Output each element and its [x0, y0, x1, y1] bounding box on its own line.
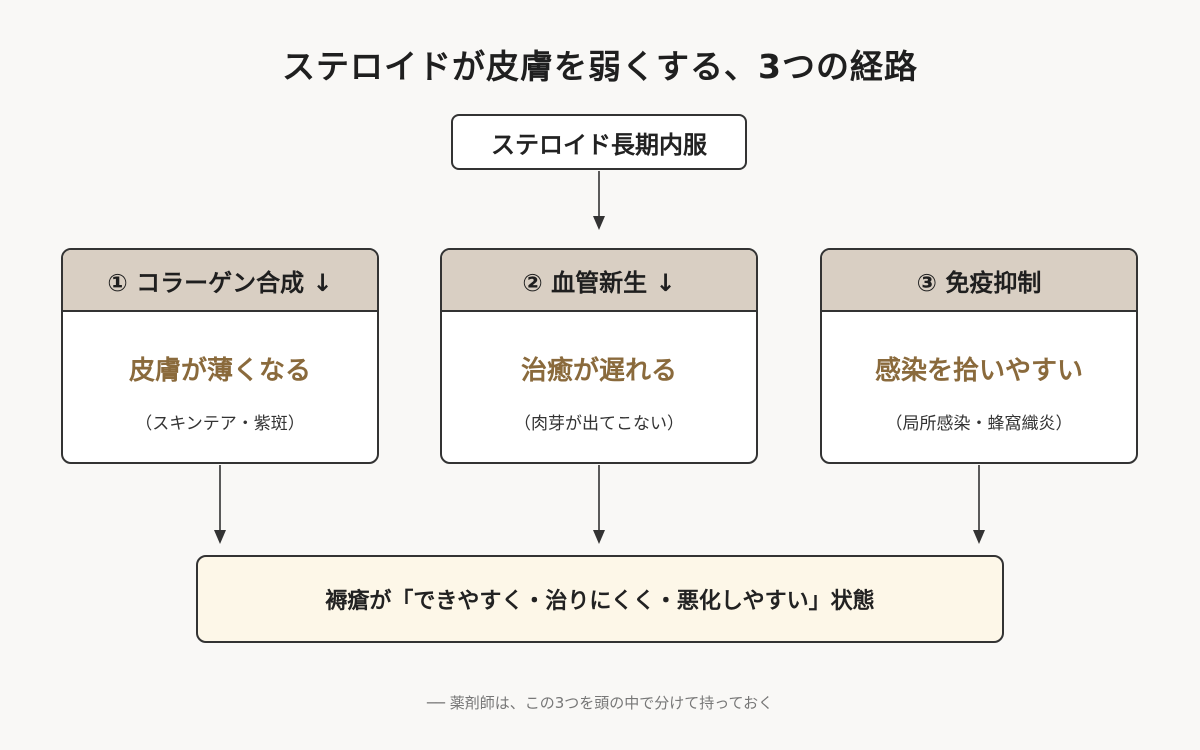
pathway-detail: （局所感染・蜂窩織炎）: [885, 414, 1073, 434]
pathway-effect: 治癒が遅れる: [520, 356, 677, 386]
pathway-effect: 感染を拾いやすい: [874, 356, 1083, 386]
result-node: 褥瘡が「できやすく・治りにくく・悪化しやすい」状態: [196, 555, 1004, 643]
arrow-head-3: [973, 530, 985, 544]
source-label: ステロイド長期内服: [491, 130, 707, 159]
source-node: ステロイド長期内服: [451, 114, 747, 170]
arrow-head-2: [593, 530, 605, 544]
pathway-header: ① コラーゲン合成 ↓: [63, 250, 377, 312]
pathway-card-2: ② 血管新生 ↓ 治癒が遅れる （肉芽が出てこない）: [440, 248, 758, 464]
pathway-header: ② 血管新生 ↓: [442, 250, 756, 312]
pathway-card-1: ① コラーゲン合成 ↓ 皮膚が薄くなる （スキンテア・紫斑）: [61, 248, 379, 464]
pathway-card-3: ③ 免疫抑制 感染を拾いやすい （局所感染・蜂窩織炎）: [820, 248, 1138, 464]
arrow-head-1: [214, 530, 226, 544]
result-label: 褥瘡が「できやすく・治りにくく・悪化しやすい」状態: [325, 589, 875, 614]
page-title: ステロイドが皮膚を弱くする、3つの経路: [282, 47, 918, 86]
footer-note: ── 薬剤師は、この3つを頭の中で分けて持っておく: [426, 694, 774, 712]
pathway-detail: （肉芽が出てこない）: [514, 414, 684, 434]
pathway-header: ③ 免疫抑制: [822, 250, 1136, 312]
pathway-detail: （スキンテア・紫斑）: [135, 414, 305, 434]
arrow-head-source: [593, 216, 605, 230]
pathway-effect: 皮膚が薄くなる: [128, 356, 311, 386]
